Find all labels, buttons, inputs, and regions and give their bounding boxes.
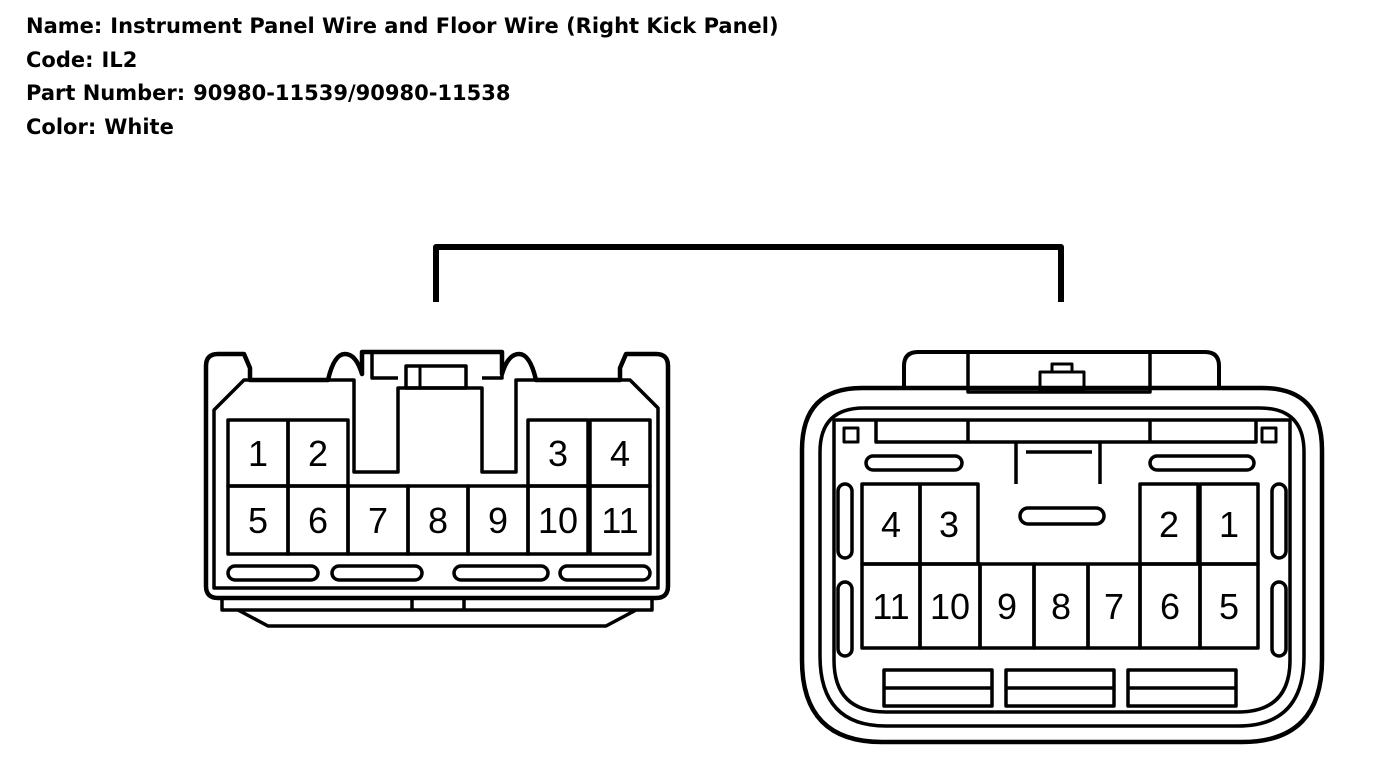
right-pin-label: 2 [1159, 504, 1179, 545]
code-row: Code: IL2 [26, 44, 779, 78]
right-connector-outer-shell [799, 385, 1325, 745]
right-connector-latch-tab-top [1050, 362, 1074, 372]
right-pin-label: 11 [872, 586, 909, 627]
right-connector-hood-inner [966, 352, 1152, 394]
right-pin-cell [1198, 562, 1260, 650]
left-key [558, 564, 652, 582]
left-key [330, 564, 424, 582]
right-pin-label: 10 [930, 586, 970, 627]
left-connector-inner-shell [212, 378, 660, 590]
right-connector-inner-shell [818, 406, 1306, 728]
left-pin-cell [588, 484, 652, 556]
right-pin-label: 3 [939, 504, 959, 545]
name-label: Name: [26, 14, 103, 38]
left-pin-label: 9 [488, 500, 508, 541]
left-key [452, 564, 550, 582]
part-number-label: Part Number: [26, 81, 186, 105]
color-label: Color: [26, 114, 97, 139]
left-pin-label: 3 [548, 433, 568, 474]
right-side-rail [1270, 580, 1288, 658]
left-connector-bottom-base [220, 598, 654, 628]
right-connector-inner-frame [832, 418, 1292, 714]
left-connector-latch [370, 352, 504, 380]
left-pin-label: 10 [538, 500, 578, 541]
left-pin-cell [526, 484, 590, 556]
right-upper-key-left [864, 454, 964, 472]
left-pin-label: 11 [601, 500, 638, 541]
right-pin-label: 7 [1104, 586, 1124, 627]
right-center-key [1018, 506, 1106, 526]
color-row: Color: White [26, 111, 779, 145]
right-side-rail [836, 482, 854, 560]
right-connector-center-recess [874, 420, 1258, 484]
left-pin-label: 4 [610, 433, 630, 474]
part-number-value: 90980-11539/90980-11538 [193, 81, 511, 105]
left-pin-label: 2 [308, 433, 328, 474]
mating-bracket [433, 244, 1064, 302]
name-row: Name: Instrument Panel Wire and Floor Wir… [26, 10, 779, 44]
right-pin-label: 6 [1160, 586, 1180, 627]
right-pin-label: 5 [1219, 586, 1239, 627]
code-label: Code: [26, 47, 94, 72]
left-connector-latch-tab [404, 364, 468, 390]
left-pin-label: 1 [248, 433, 268, 474]
left-pin-label: 7 [368, 500, 388, 541]
color-value: White [104, 114, 174, 139]
right-side-rails [836, 482, 1288, 658]
connector-info: Name: Instrument Panel Wire and Floor Wir… [26, 10, 779, 144]
right-side-rail [1270, 482, 1288, 560]
right-connector-top-hood [902, 350, 1221, 388]
left-connector-keys [226, 564, 652, 582]
right-upper-key-right [1148, 454, 1256, 472]
left-pin-label: 6 [308, 500, 328, 541]
code-value: IL2 [101, 47, 138, 72]
left-key [226, 564, 320, 582]
name-value: Instrument Panel Wire and Floor Wire (Ri… [110, 14, 779, 38]
right-corner-square-right [1260, 426, 1278, 444]
right-side-rail [836, 580, 854, 658]
right-pin-label: 4 [881, 504, 901, 545]
part-number-row: Part Number: 90980-11539/90980-11538 [26, 77, 779, 111]
right-bottom-slots [882, 668, 1238, 708]
right-corner-square-left [842, 426, 860, 444]
right-pin-label: 8 [1051, 586, 1071, 627]
right-pin-label: 1 [1219, 504, 1239, 545]
right-pin-label: 9 [997, 586, 1017, 627]
left-pin-label: 8 [428, 500, 448, 541]
left-pin-label: 5 [248, 500, 268, 541]
